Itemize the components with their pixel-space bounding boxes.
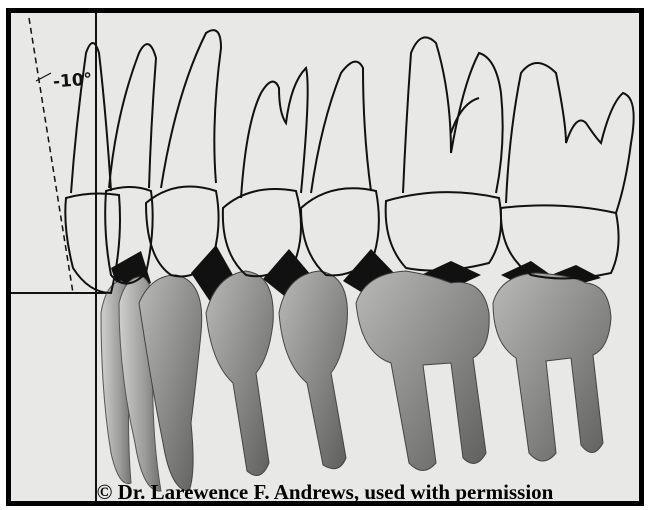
angle-dashed-line	[29, 18, 73, 293]
lower-second-premolar	[279, 271, 347, 469]
lower-first-premolar	[206, 271, 273, 476]
tooth-diagram-figure: -10° © Dr. Larewence F. Andrews, used wi…	[6, 8, 644, 506]
upper-second-molar	[501, 63, 634, 279]
angle-label: -10°	[52, 70, 93, 93]
lower-first-molar	[356, 271, 489, 471]
upper-first-premolar	[223, 68, 308, 276]
lower-second-molar	[493, 273, 611, 461]
lower-teeth	[101, 271, 611, 491]
upper-second-premolar	[301, 62, 379, 276]
upper-teeth	[65, 30, 633, 293]
upper-canine	[146, 30, 221, 276]
angle-label-leader	[36, 73, 51, 81]
copyright-caption: © Dr. Larewence F. Andrews, used with pe…	[11, 480, 639, 505]
upper-lateral-incisor	[105, 44, 156, 283]
teeth-illustration	[11, 13, 639, 501]
upper-first-molar	[386, 37, 503, 270]
